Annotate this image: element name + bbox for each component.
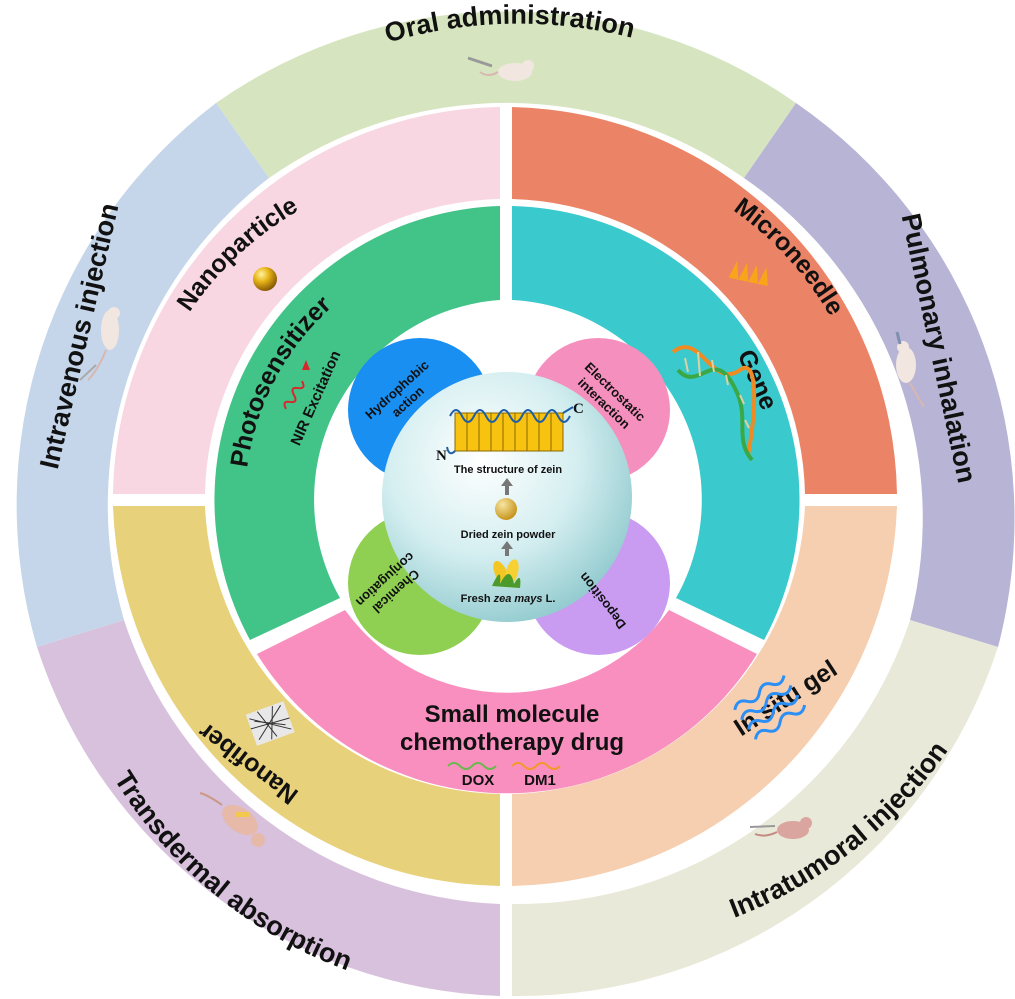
segment-intratumoral-injection (512, 620, 998, 997)
mouse-pulmonary-icon (895, 331, 925, 408)
segment-intravenous-injection (16, 103, 269, 647)
arrow-up-icon-2 (501, 541, 513, 556)
segment-gene (512, 206, 800, 640)
center-circle (382, 372, 632, 622)
label-c-terminal: C (573, 401, 584, 417)
label-dox: DOX (462, 772, 495, 789)
middle-ring (113, 107, 897, 886)
segment-pulmonary-inhalation (744, 103, 1015, 647)
label-fresh-zea-mays: Fresh zea mays L. (461, 593, 556, 605)
zein-structure-icon (446, 406, 574, 455)
inner-ring (214, 206, 800, 794)
label-n-terminal: N (436, 448, 447, 464)
dna-helix-icon (671, 345, 757, 462)
mouse-transdermal-icon (199, 792, 265, 847)
segment-oral-administration (216, 11, 796, 178)
segment-nanofiber (113, 506, 500, 886)
zein-powder-icon (495, 498, 517, 520)
arrow-up-icon (501, 478, 513, 495)
mouse-oral-icon (467, 56, 534, 81)
label-small-molecule: Small molecule (425, 701, 600, 728)
gold-nanoparticle-icon (253, 267, 277, 291)
nir-wave-icon (283, 360, 310, 410)
label-dried-zein-powder: Dried zein powder (461, 529, 556, 541)
label-structure-of-zein: The structure of zein (454, 464, 562, 476)
segment-nanoparticle (113, 107, 500, 494)
corn-icon (492, 559, 521, 588)
hydrogel-mesh-icon (733, 675, 807, 740)
mouse-intratumoral-icon (749, 817, 812, 839)
segment-in-situ-gel (512, 506, 897, 886)
label-chemotherapy-drug: chemotherapy drug (400, 729, 624, 756)
mouse-intravenous-icon (79, 307, 120, 381)
segment-small-molecule (257, 610, 757, 794)
segment-transdermal-absorption (37, 620, 500, 996)
microneedle-icon (728, 261, 768, 286)
nanofiber-icon (245, 701, 295, 746)
dox-wave-icon (447, 762, 497, 770)
segment-microneedle (512, 107, 897, 494)
outer-ring (16, 11, 1015, 997)
dm1-wave-icon (511, 762, 561, 770)
segment-photosensitizer (214, 206, 500, 640)
label-dm1: DM1 (524, 772, 556, 789)
